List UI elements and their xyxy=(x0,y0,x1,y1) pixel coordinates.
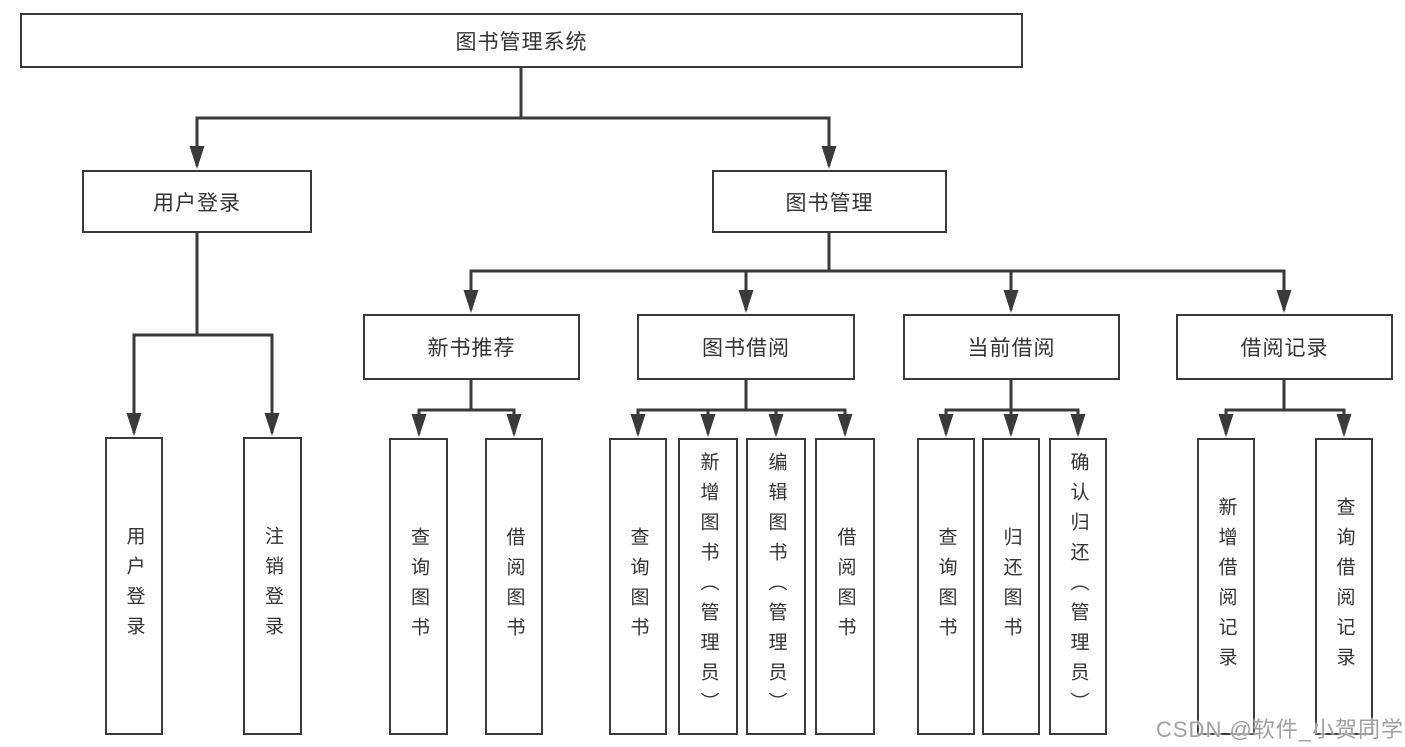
leaf-borrow-books: 借阅图书 xyxy=(815,438,875,735)
node-book-borrowing: 图书借阅 xyxy=(637,314,855,380)
leaf-edit-book-admin: 编辑图书（管理员） xyxy=(746,438,806,735)
node-current-borrowing: 当前借阅 xyxy=(903,314,1120,380)
leaf-query-borrow-record: 查询借阅记录 xyxy=(1315,438,1373,735)
node-book-management: 图书管理 xyxy=(712,170,947,233)
leaf-query-books-current: 查询图书 xyxy=(917,438,975,735)
node-new-book-recommend: 新书推荐 xyxy=(363,314,580,380)
leaf-borrow-books-recommend: 借阅图书 xyxy=(485,438,543,735)
arrowheads xyxy=(126,146,1352,437)
node-library-system: 图书管理系统 xyxy=(20,13,1023,68)
leaf-add-borrow-record: 新增借阅记录 xyxy=(1197,438,1255,735)
leaf-confirm-return-admin: 确认归还（管理员） xyxy=(1049,438,1107,735)
node-user-login: 用户登录 xyxy=(82,170,312,233)
leaf-query-books-borrow: 查询图书 xyxy=(609,438,667,735)
leaf-add-book-admin: 新增图书（管理员） xyxy=(678,438,738,735)
leaf-return-book: 归还图书 xyxy=(982,438,1040,735)
leaf-query-books-recommend: 查询图书 xyxy=(389,438,448,735)
csdn-watermark: CSDN @软件_小贺同学 xyxy=(1156,717,1405,742)
leaf-logout: 注销登录 xyxy=(243,437,302,735)
node-borrowing-records: 借阅记录 xyxy=(1176,314,1393,380)
leaf-user-login: 用户登录 xyxy=(105,437,163,735)
